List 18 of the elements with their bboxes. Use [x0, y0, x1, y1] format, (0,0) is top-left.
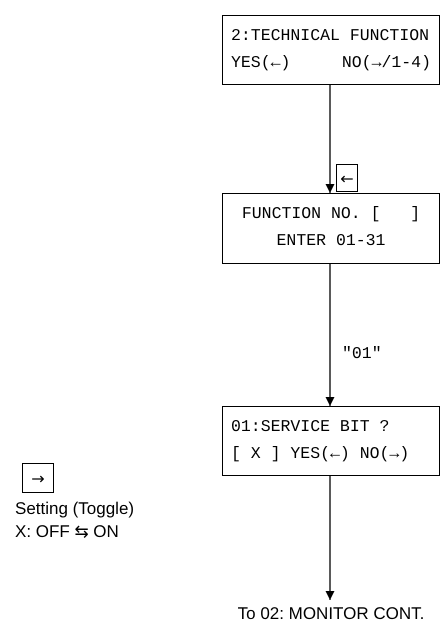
note-text: X: OFF ⇆ ON	[15, 521, 119, 543]
display-screen-box	[222, 406, 440, 476]
destination-text: To 02: MONITOR CONT.	[236, 603, 426, 625]
key-label: →	[22, 463, 54, 493]
display-screen-box	[222, 193, 440, 264]
arrow	[326, 476, 334, 600]
display-text: [ X ] YES(←) NO(→)	[231, 443, 410, 465]
display-text: 01:SERVICE BIT ?	[231, 416, 390, 438]
edge-label: "01"	[342, 343, 383, 365]
display-text: YES(←) NO(→/1-4)	[231, 52, 431, 74]
arrow	[326, 85, 334, 193]
display-text: FUNCTION NO. [ ]	[240, 203, 422, 225]
arrow	[326, 264, 334, 406]
note-text: Setting (Toggle)	[15, 498, 134, 520]
display-text: ENTER 01-31	[276, 230, 386, 252]
display-text: 2:TECHNICAL FUNCTION	[231, 25, 430, 47]
key-label: ←	[336, 164, 358, 192]
display-screen-box	[222, 15, 440, 85]
